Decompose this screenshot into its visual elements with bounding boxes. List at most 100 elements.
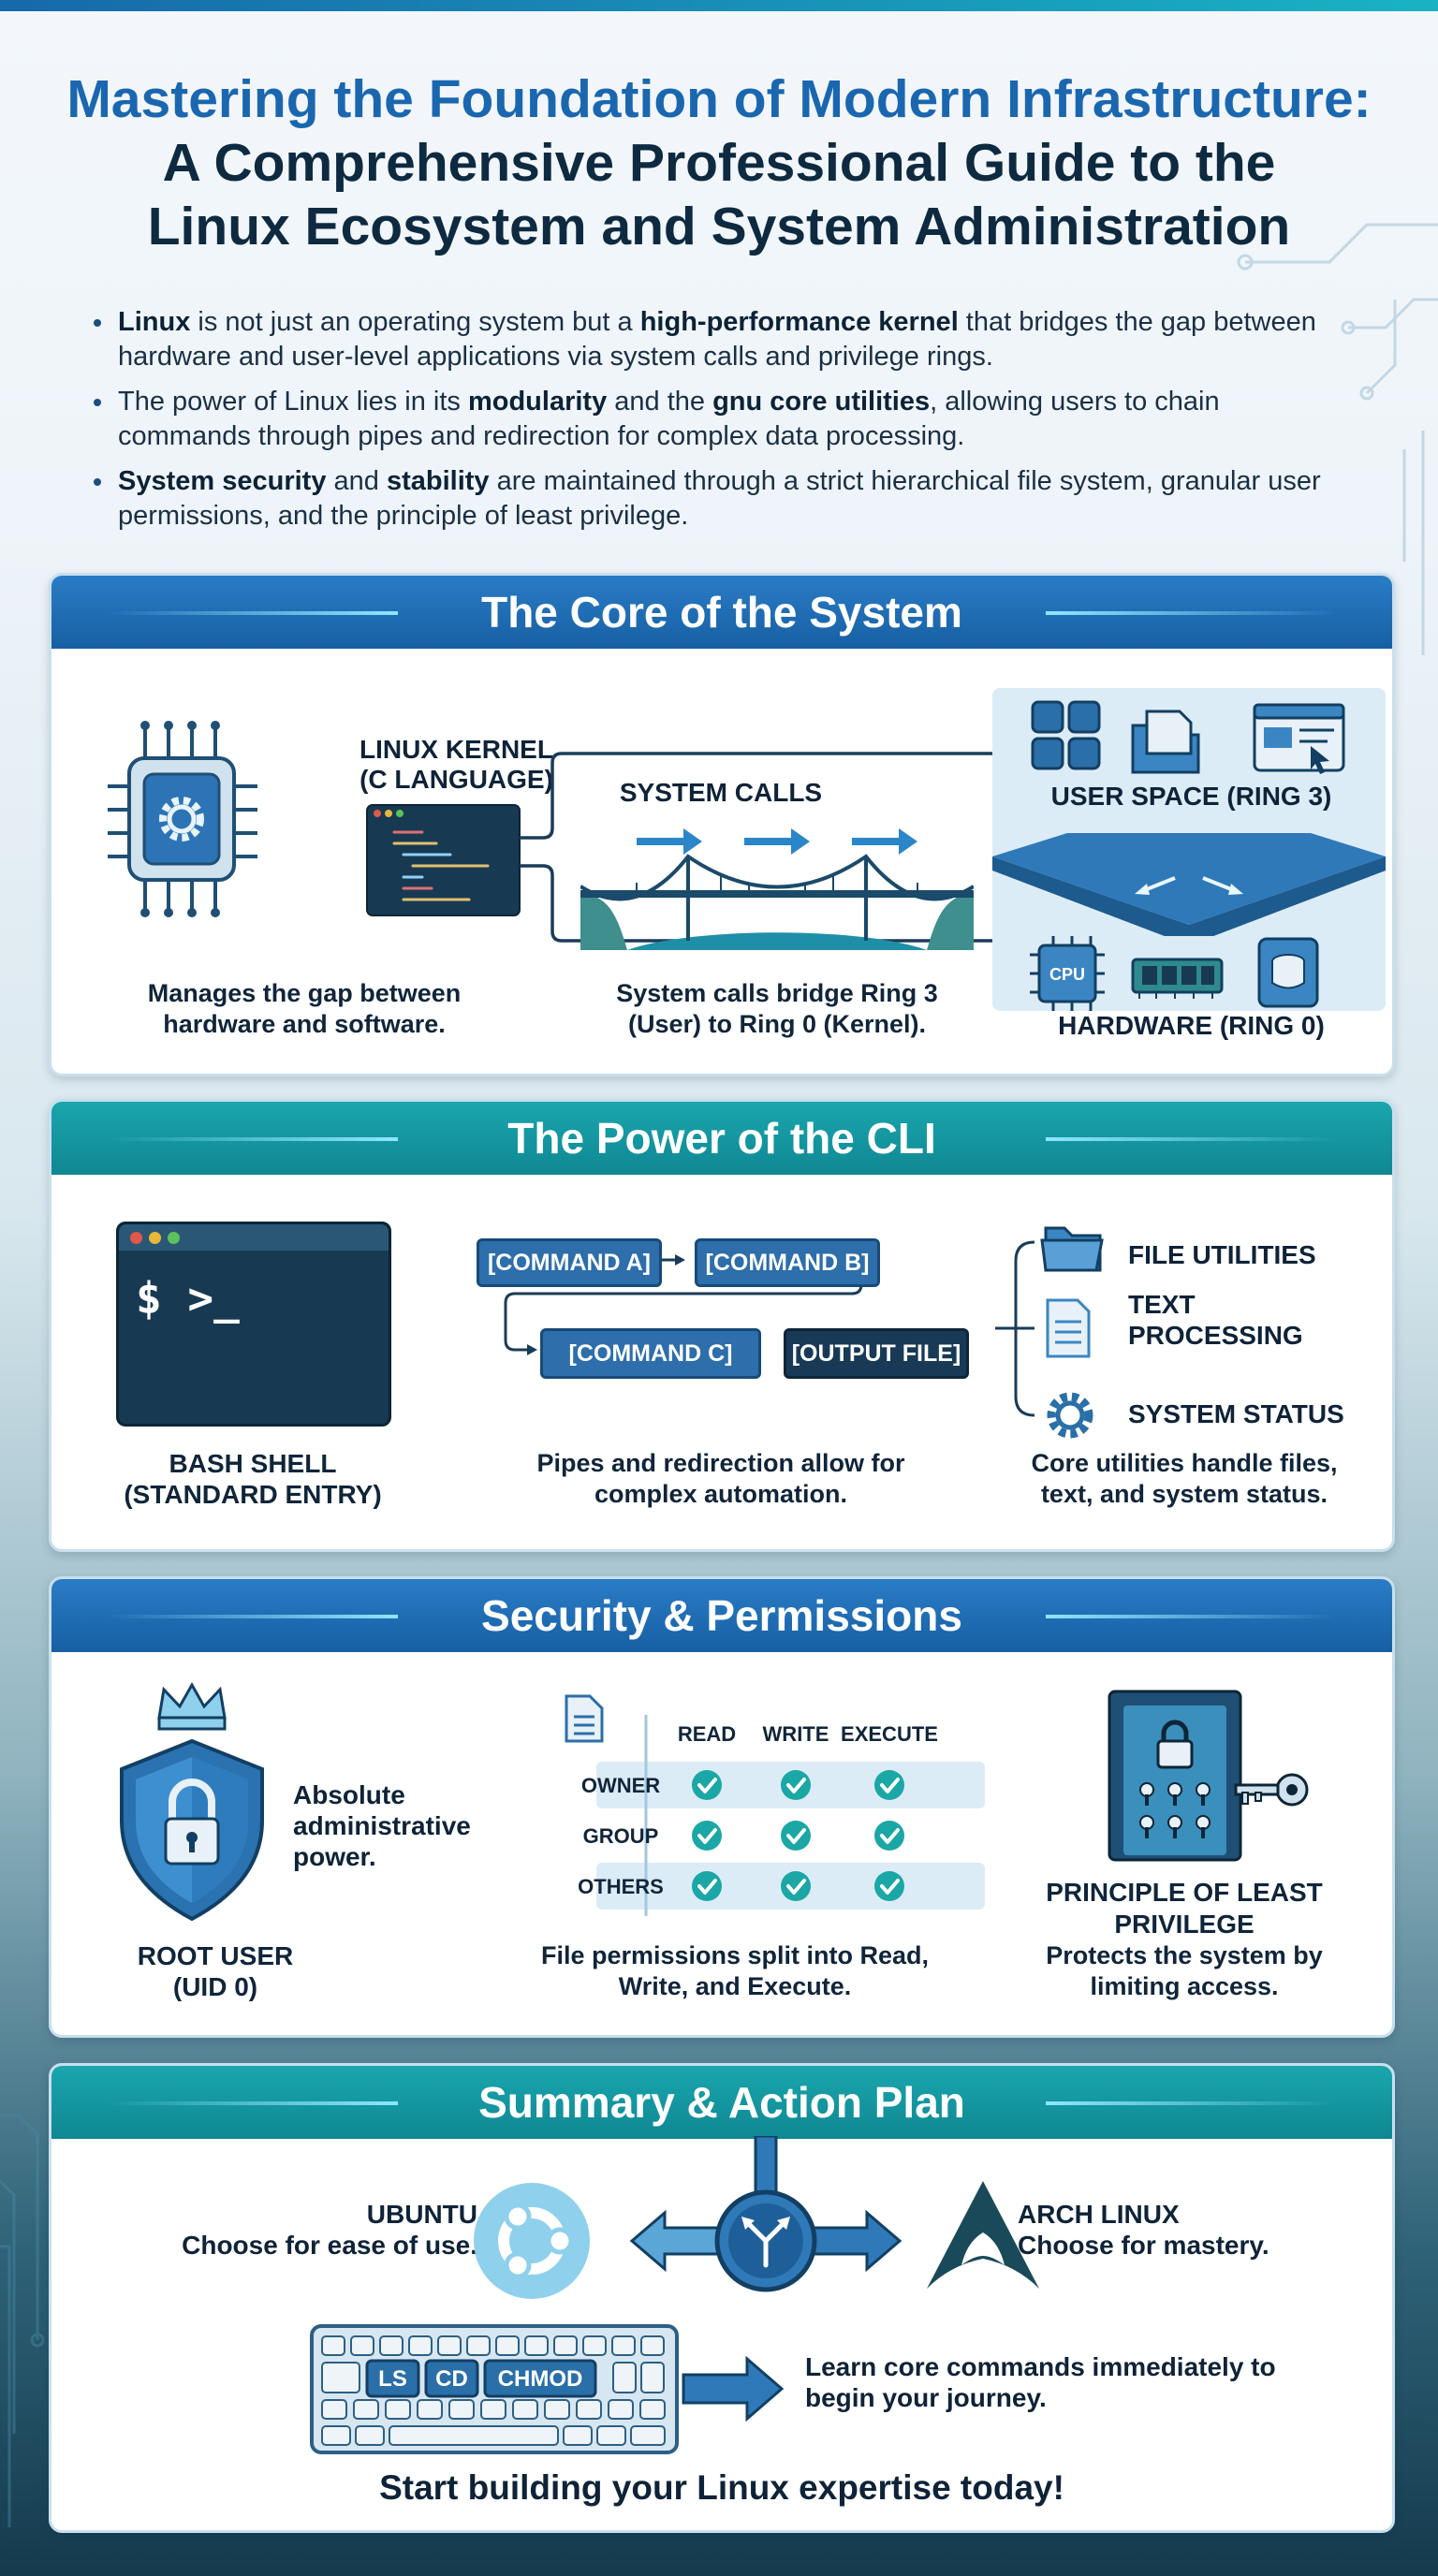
cli-panel: The Power of the CLI $ >_ BASH SHELL(STA… — [49, 1099, 1395, 1552]
check-icon — [781, 1821, 811, 1851]
hardware-icons: CPU — [1030, 936, 1319, 1011]
keyboard-key — [385, 2399, 411, 2420]
core-panel-header: The Core of the System — [51, 576, 1392, 649]
command-a-box: [COMMAND A] — [477, 1238, 662, 1287]
top-accent-bar — [0, 0, 1438, 11]
keyboard-key — [321, 2362, 360, 2393]
least-privilege-door-icon — [1108, 1690, 1309, 1862]
check-icon — [692, 1821, 722, 1851]
command-key-label: LS — [378, 2366, 407, 2392]
keyboard-key — [596, 2425, 626, 2446]
check-icon — [874, 1821, 904, 1851]
perm-caption: File permissions split into Read, Write,… — [540, 1941, 930, 2000]
keyboard-key — [553, 2335, 578, 2356]
utils-caption: Core utilities handle files, text, and s… — [1031, 1449, 1338, 1508]
keyboard-key — [355, 2425, 385, 2446]
bridge-icon — [580, 828, 974, 950]
keyboard-key — [611, 2335, 636, 2356]
security-panel-header: Security & Permissions — [51, 1579, 1392, 1652]
ring-transition-arrows — [992, 833, 1386, 936]
syscalls-caption: System calls bridge Ring 3 (User) to Rin… — [616, 979, 938, 1038]
kernel-caption: Manages the gap between hardware and sof… — [147, 979, 462, 1038]
summary-panel-header: Summary & Action Plan — [51, 2066, 1392, 2139]
arch-desc: Choose for mastery. — [1018, 2231, 1269, 2260]
page-title: Mastering the Foundation of Modern Infra… — [37, 67, 1401, 258]
keyboard-key — [640, 2362, 665, 2393]
syscalls-label: SYSTEM CALLS — [619, 778, 823, 807]
cpu-label: CPU — [1049, 965, 1085, 984]
command-key — [365, 2359, 420, 2398]
keyboard-key — [389, 2425, 559, 2446]
kernel-chip-icon — [108, 721, 257, 917]
keyboard-key — [544, 2399, 570, 2420]
keyboard-key — [639, 2399, 666, 2420]
perm-row-label: OTHERS — [578, 1875, 664, 1898]
perm-row-label: OWNER — [581, 1774, 660, 1797]
permissions-matrix: READ WRITE EXECUTE OWNER GROUP OTHERS — [565, 1694, 985, 1916]
hardware-label: HARDWARE (RING 0) — [1058, 1011, 1325, 1040]
check-icon — [781, 1770, 811, 1800]
arch-text: ARCH LINUX Choose for mastery. — [1018, 2199, 1327, 2261]
check-icon — [692, 1871, 722, 1901]
user-space-label: USER SPACE (RING 3) — [1050, 782, 1332, 811]
command-key — [424, 2359, 479, 2398]
plp-caption: Protects the system by limiting access. — [1046, 1941, 1323, 2000]
pipes-caption: Pipes and redirection allow for complex … — [536, 1449, 905, 1508]
security-heading: Security & Permissions — [481, 1591, 962, 1640]
keyboard-key — [379, 2335, 404, 2356]
kernel-code-window — [366, 804, 521, 916]
keyboard-key — [512, 2399, 538, 2420]
output-file-box: [OUTPUT FILE] — [784, 1328, 969, 1379]
keyboard-key — [582, 2335, 607, 2356]
ubuntu-desc: Choose for ease of use. — [182, 2231, 477, 2260]
summary-panel: Summary & Action Plan UBUNTU Choose for … — [49, 2063, 1395, 2533]
command-key — [483, 2359, 597, 2398]
cta-text: Start building your Linux expertise toda… — [379, 2468, 1064, 2507]
keyboard-key — [608, 2399, 634, 2420]
bullet-item: Linux is not just an operating system bu… — [94, 305, 1348, 374]
keyboard-key — [563, 2425, 593, 2446]
perm-column-header: WRITE — [763, 1722, 829, 1746]
title-line-2: A Comprehensive Professional Guide to th… — [147, 133, 1291, 256]
terminal-window: $ >_ — [116, 1222, 391, 1427]
distro-choice-diagram — [474, 2136, 902, 2299]
keyboard-key — [466, 2335, 491, 2356]
check-icon — [874, 1770, 904, 1800]
util-status-label: SYSTEM STATUS — [1128, 1399, 1344, 1428]
perm-column-header: READ — [678, 1722, 736, 1746]
keyboard-key — [353, 2399, 379, 2420]
core-heading: The Core of the System — [481, 588, 962, 637]
plp-label: PRINCIPLE OF LEAST PRIVILEGE — [1046, 1878, 1323, 1939]
intro-bullets: Linux is not just an operating system bu… — [94, 305, 1348, 544]
check-icon — [781, 1871, 811, 1901]
command-b-box: [COMMAND B] — [695, 1238, 880, 1287]
keyboard-key — [576, 2399, 602, 2420]
security-panel: Security & Permissions Absolute administ… — [49, 1576, 1395, 2038]
perm-column-header: EXECUTE — [841, 1722, 938, 1746]
keyboard-key — [321, 2425, 351, 2446]
terminal-prompt: $ >_ — [136, 1273, 240, 1324]
keyboard-key — [448, 2399, 475, 2420]
bullet-item: System security and stability are mainta… — [94, 464, 1348, 534]
ubuntu-name: UBUNTU — [366, 2200, 477, 2229]
check-icon — [692, 1770, 722, 1800]
keyboard-key — [321, 2399, 347, 2420]
keyboard-key — [408, 2335, 433, 2356]
keyboard-key — [480, 2399, 506, 2420]
utilities-tree — [995, 1226, 1104, 1439]
check-icon — [874, 1871, 904, 1901]
perm-row-label: GROUP — [583, 1824, 659, 1848]
arch-logo-icon — [927, 2181, 1039, 2289]
root-user-label: ROOT USER(UID 0) — [137, 1941, 294, 2001]
keyboard-key — [321, 2335, 345, 2356]
root-description: Absolute administrative power. — [293, 1780, 471, 1871]
user-space-apps-icons — [1031, 700, 1345, 774]
util-file-label: FILE UTILITIES — [1128, 1240, 1316, 1269]
cli-panel-header: The Power of the CLI — [51, 1102, 1392, 1175]
keyboard-key — [437, 2335, 462, 2356]
keyboard-key — [495, 2335, 520, 2356]
keyboard-key — [350, 2335, 374, 2356]
kernel-label: LINUX KERNEL(C LANGUAGE) — [360, 735, 553, 794]
learn-caption: Learn core commands immediately to begin… — [805, 2352, 1276, 2412]
